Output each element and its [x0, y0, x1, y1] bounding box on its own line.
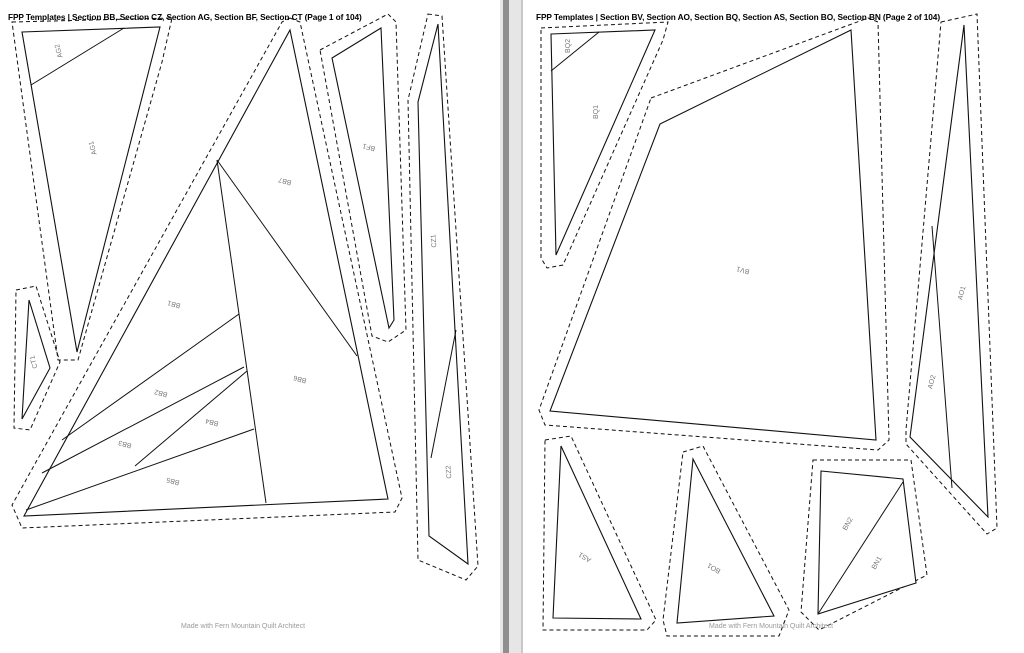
- piece-bb-outline: [23, 28, 389, 517]
- cut-line-ag: [11, 17, 173, 361]
- cut-line-cz: [407, 13, 479, 581]
- template-bb: BB7 BB1 BB2 BB4 BB3 BB6 BB5: [11, 17, 403, 529]
- template-as: AS1: [542, 435, 657, 631]
- footer-credit-2: Made with Fern Mountain Quilt Architect: [709, 623, 834, 630]
- seam-bb-4: [41, 366, 245, 474]
- piece-ag-outline: [21, 26, 161, 353]
- piece-cz-outline: [417, 23, 469, 566]
- pattern-canvas-1: AG2 AG1 CT1 BB7 BB1 BB2 BB4 BB3 BB6 BB5: [11, 13, 479, 581]
- cut-line-bb: [11, 17, 403, 529]
- page-separator: [503, 0, 509, 653]
- pattern-page-1: AG2 AG1 CT1 BB7 BB1 BB2 BB4 BB3 BB6 BB5: [0, 0, 500, 653]
- label-bb4: BB4: [205, 417, 220, 427]
- piece-ao-outline: [909, 24, 989, 519]
- seam-bb-6: [25, 428, 255, 511]
- seam-bb-5: [134, 370, 248, 467]
- label-ct1: CT1: [29, 355, 39, 370]
- label-bq2: BQ2: [565, 39, 572, 53]
- cut-line-bf: [319, 13, 407, 343]
- template-bn: BN2 BN1: [800, 459, 928, 631]
- seam-ao: [931, 225, 953, 489]
- pattern-canvas-2: BQ2 BQ1 BV1 AO1 AO2 AS1 BO1: [538, 13, 998, 637]
- piece-bf-outline: [331, 27, 395, 330]
- page-edge: [521, 0, 523, 653]
- label-ao1: AO1: [957, 285, 967, 300]
- label-bb2: BB2: [154, 388, 169, 398]
- label-bv1: BV1: [736, 265, 751, 275]
- cut-line-as: [542, 435, 657, 631]
- label-bb6: BB6: [293, 374, 308, 384]
- label-ag1: AG1: [88, 140, 98, 155]
- cut-line-bo: [662, 445, 790, 637]
- page-title-1: FPP Templates | Section BB, Section CZ, …: [8, 12, 362, 22]
- seam-cz: [430, 329, 457, 459]
- label-bb5: BB5: [166, 476, 181, 486]
- template-cz: CZ1 CZ2: [407, 13, 479, 581]
- seam-bn: [817, 481, 904, 615]
- label-bb7: BB7: [278, 176, 293, 186]
- seam-bb-3: [61, 313, 240, 441]
- piece-bq-outline: [550, 29, 656, 256]
- label-bq1: BQ1: [593, 105, 600, 119]
- cut-line-bq: [540, 21, 669, 269]
- label-cz2: CZ2: [445, 465, 453, 479]
- template-ag: AG2 AG1: [11, 17, 173, 361]
- label-bf1: BF1: [362, 142, 376, 152]
- seam-bb-1: [216, 159, 358, 357]
- cut-line-bv: [538, 17, 890, 451]
- template-bf: BF1: [319, 13, 407, 343]
- label-cz1: CZ1: [430, 234, 438, 248]
- template-ao: AO1 AO2: [905, 13, 998, 535]
- piece-ct-outline: [21, 299, 51, 420]
- template-bq: BQ2 BQ1: [540, 21, 669, 269]
- seam-bq: [550, 31, 600, 72]
- label-ag2: AG2: [54, 43, 64, 58]
- page-title-2: FPP Templates | Section BV, Section AO, …: [536, 12, 940, 22]
- label-bb3: BB3: [118, 439, 133, 449]
- seam-bb-2: [216, 159, 267, 504]
- template-bo: BO1: [662, 445, 790, 637]
- cut-line-bn: [800, 459, 928, 631]
- label-bb1: BB1: [167, 299, 182, 309]
- cut-line-ao: [905, 13, 998, 535]
- piece-bn-outline: [817, 470, 917, 615]
- template-ct: CT1: [13, 285, 61, 431]
- pattern-page-2: BQ2 BQ1 BV1 AO1 AO2 AS1 BO1: [523, 0, 1024, 653]
- piece-bv-outline: [549, 29, 877, 441]
- label-ao2: AO2: [927, 374, 937, 389]
- piece-bo-outline: [676, 457, 775, 624]
- piece-as-outline: [552, 445, 642, 620]
- template-bv: BV1: [538, 17, 890, 451]
- seam-ag: [30, 27, 125, 86]
- cut-line-ct: [13, 285, 61, 431]
- footer-credit-1: Made with Fern Mountain Quilt Architect: [181, 623, 306, 630]
